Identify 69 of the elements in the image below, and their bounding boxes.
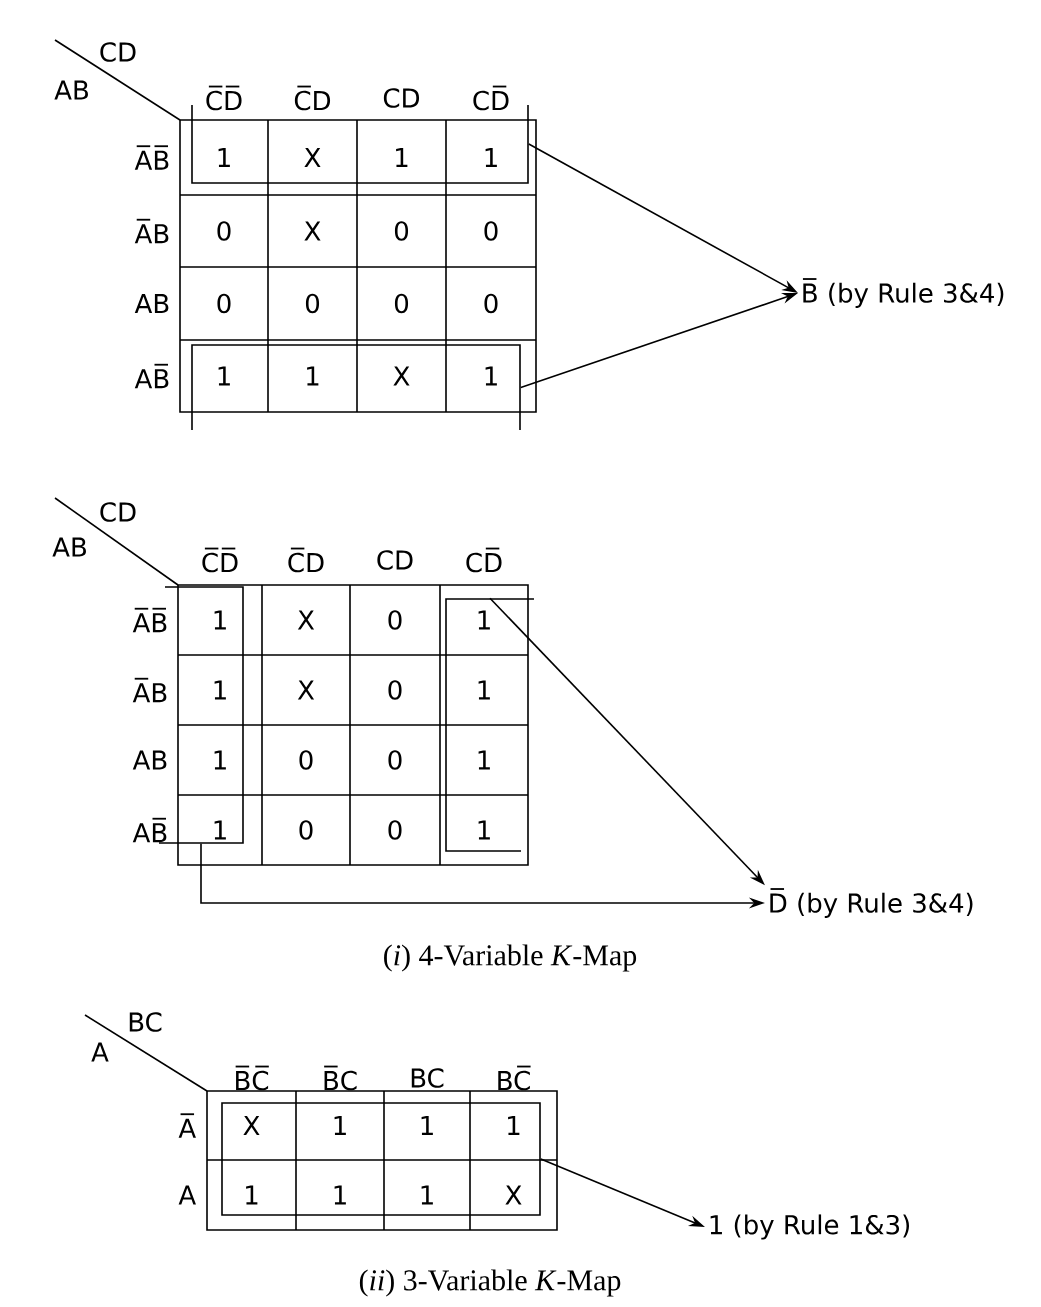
cell-value: 1 (334, 1116, 346, 1135)
result-label: D̅ (by Rule 3&4) (770, 888, 973, 918)
cell-value: 1 (478, 610, 490, 630)
cell-value: 1 (485, 366, 497, 386)
cell-value: 1 (214, 820, 226, 840)
column-header: C̅D (294, 85, 331, 111)
cell-value: 1 (214, 680, 226, 700)
variable-label: A (91, 1042, 109, 1062)
cell-value: 0 (217, 221, 231, 241)
cell-value: 1 (218, 366, 230, 386)
variable-label: AB (54, 80, 88, 100)
cell-value: 0 (394, 221, 409, 241)
variable-label: CD (100, 502, 136, 522)
result-label: B̅ (by Rule 3&4) (802, 278, 1004, 308)
column-header: C̅D (288, 547, 324, 573)
cell-value: X (304, 221, 321, 241)
caption: (i) 4-Variable K-Map (384, 944, 637, 972)
cell-value: 1 (421, 1116, 433, 1135)
grouping-loop (191, 344, 521, 431)
cell-value: 0 (299, 750, 313, 770)
cell-value: 1 (478, 680, 490, 700)
cell-value: 0 (394, 293, 409, 314)
cell-value: 1 (334, 1185, 346, 1205)
cell-value: X (243, 1116, 260, 1135)
cell-value: 1 (218, 148, 230, 167)
cell-value: X (505, 1185, 522, 1205)
row-header: AB (132, 750, 167, 770)
caption: (ii) 3-Variable K-Map (359, 1269, 621, 1297)
row-header: A̅B (134, 218, 169, 244)
row-header: AB̅ (132, 817, 167, 843)
cell-value: 1 (214, 610, 226, 630)
column-header: CD (377, 550, 413, 570)
row-header: A̅B̅ (132, 607, 167, 633)
column-header: CD̅ (473, 85, 509, 111)
cell-value: 1 (421, 1185, 433, 1205)
cell-value: X (393, 366, 410, 386)
cell-value: 0 (388, 750, 402, 770)
cell-value: 0 (299, 820, 313, 840)
cell-value: 0 (388, 610, 402, 630)
cell-value: 0 (484, 221, 498, 241)
cell-value: 1 (396, 148, 408, 167)
cell-value: 0 (484, 293, 498, 314)
variable-label: CD (100, 42, 136, 62)
column-header: C̅D̅ (206, 85, 242, 111)
row-header: A̅ (178, 1113, 196, 1138)
row-header: A̅B (132, 677, 167, 703)
cell-value: 0 (388, 680, 402, 700)
cell-value: 1 (485, 148, 497, 167)
grouping-loop (445, 598, 535, 852)
variable-label: AB (52, 537, 86, 557)
result-label: 1 (by Rule 1&3) (710, 1214, 909, 1240)
column-header: CD (383, 88, 420, 108)
cell-value: X (297, 680, 315, 700)
row-header: AB (134, 294, 169, 313)
cell-value: X (297, 610, 315, 630)
cell-value: 1 (478, 820, 490, 840)
cell-value: 1 (214, 750, 226, 770)
cell-value: 1 (478, 750, 490, 770)
cell-value: 0 (305, 293, 320, 314)
cell-value: X (304, 148, 321, 167)
cell-value: 1 (246, 1185, 258, 1205)
column-header: CD̅ (466, 547, 502, 573)
cell-value: 0 (217, 293, 231, 314)
cell-value: 0 (388, 820, 402, 840)
cell-value: 1 (508, 1116, 520, 1135)
grouping-loop (221, 1102, 541, 1216)
row-header: A (178, 1185, 196, 1205)
cell-value: 1 (307, 366, 319, 386)
variable-label: BC (129, 1012, 162, 1032)
